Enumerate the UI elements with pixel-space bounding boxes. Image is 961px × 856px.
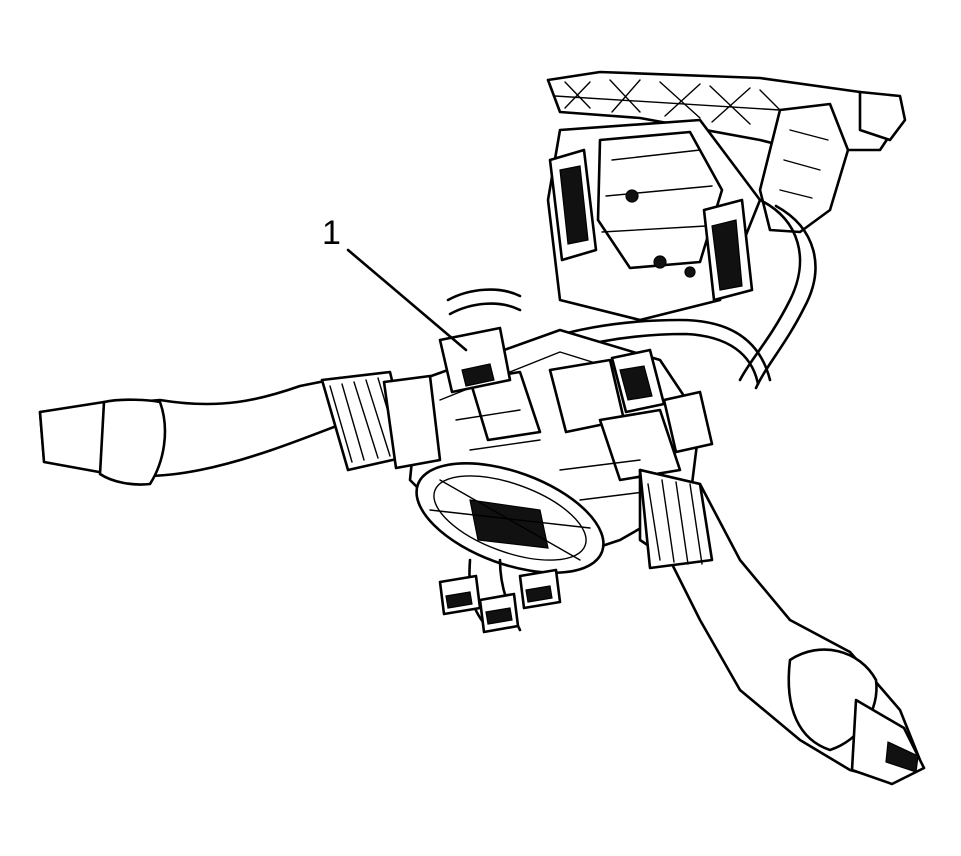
right-lever	[638, 468, 926, 786]
clock-spring-ring	[415, 462, 605, 574]
callout-leader-line	[346, 248, 468, 352]
column-side-connectors	[548, 148, 754, 302]
right-side-connector	[610, 348, 714, 454]
column-mounting-bracket	[546, 70, 907, 234]
left-lever	[38, 370, 442, 486]
lower-connectors	[438, 558, 562, 634]
callout-1: 1	[322, 214, 468, 352]
steering-column-shaft	[546, 118, 762, 322]
callout-label: 1	[322, 214, 341, 252]
